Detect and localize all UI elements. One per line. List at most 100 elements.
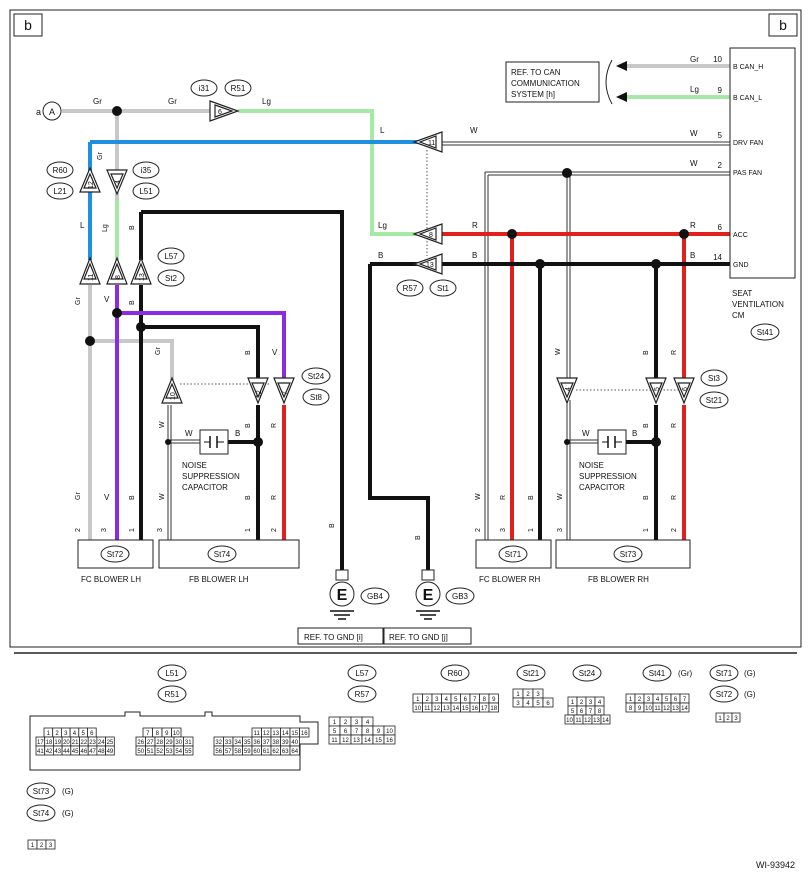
legend-cell-text: 10: [173, 731, 180, 737]
label-R60: R60: [46, 161, 74, 179]
legend-cell-text: 16: [386, 738, 393, 744]
legend-St71-color: (G): [744, 669, 756, 678]
svg-text:6: 6: [218, 109, 222, 116]
svg-text:E: E: [423, 587, 434, 604]
wire-label-w-pas: W: [690, 159, 698, 168]
svg-text:St24: St24: [308, 372, 325, 381]
legend-cell-text: 2: [580, 700, 584, 706]
legend-cell-text: 9: [638, 706, 642, 712]
wire-r: [282, 232, 730, 540]
junction-dots: [85, 106, 689, 447]
legend-cell-text: 18: [46, 740, 53, 746]
legend-cell-text: 6: [546, 701, 550, 707]
legend-cell-text: 40: [291, 740, 298, 746]
legend-cell-text: 6: [344, 729, 348, 735]
start-marker-text: A: [49, 107, 55, 117]
wire-label-r-mid: R: [472, 221, 478, 230]
legend-label-R57: R57: [347, 685, 377, 703]
svg-text:St71: St71: [505, 550, 522, 559]
connector-L57-pin8: 8: [106, 256, 128, 285]
legend-cell-text: 3: [734, 716, 738, 722]
wire-label-b-gnd1: B: [329, 523, 336, 528]
legend-label-L51: L51: [157, 664, 187, 682]
wire-label-b-mid: B: [378, 251, 383, 260]
wire-label-w-v2: W: [159, 493, 166, 500]
legend-cell-text: 16: [471, 706, 478, 712]
legend-cell-text: 49: [107, 749, 114, 755]
legend-cell-text: 24: [98, 740, 105, 746]
legend-cell-text: 64: [291, 749, 298, 755]
label-L21: L21: [46, 182, 74, 200]
cap-lh-line2: SUPPRESSION: [182, 472, 240, 481]
label-St72: St72: [100, 545, 130, 563]
capacitor-lh: [199, 429, 229, 455]
cap-lh-b: B: [235, 429, 240, 438]
legend-cell-text: 8: [483, 697, 487, 703]
cm-pin-label: ACC: [733, 232, 748, 239]
legend-cell-text: 61: [263, 749, 270, 755]
svg-text:R57: R57: [403, 284, 418, 293]
legend-cell-text: 57: [225, 749, 232, 755]
connector-L57-pin13: 13: [130, 256, 152, 285]
can-ref-line2: COMMUNICATION: [511, 79, 580, 88]
legend-cell-text: 5: [333, 729, 337, 735]
svg-text:R57: R57: [355, 690, 370, 699]
cm-pin-number: 10: [713, 55, 722, 64]
legend-cell-text: 13: [272, 731, 279, 737]
ref-gnd-i: REF. TO GND [i]: [304, 633, 363, 642]
legend-cell-text: 15: [291, 731, 298, 737]
legend-cell-text: 14: [282, 731, 289, 737]
label-i35: i35: [132, 161, 160, 179]
legend-cell-text: 47: [89, 749, 96, 755]
legend-cell-text: 11: [331, 738, 338, 744]
wire-b: [139, 210, 730, 570]
legend-cell-text: 52: [156, 749, 163, 755]
fc-blower-rh-label: FC BLOWER RH: [479, 575, 541, 584]
wire-label-lg-mid: Lg: [378, 221, 387, 230]
legend-label-St73: St73: [26, 782, 56, 800]
label-St1: St1: [429, 279, 457, 297]
legend-cell-text: 43: [54, 749, 61, 755]
legend-cell-text: 2: [638, 697, 642, 703]
label-St8: St8: [302, 388, 330, 406]
cm-pin-label: B CAN_L: [733, 95, 762, 102]
wire-v: [115, 285, 286, 540]
legend-St72-color: (G): [744, 690, 756, 699]
legend-cell-text: 58: [234, 749, 241, 755]
svg-text:St72: St72: [716, 690, 733, 699]
svg-text:11: 11: [88, 274, 95, 281]
legend-cell-text: 26: [137, 740, 144, 746]
legend-cell-text: 14: [452, 706, 459, 712]
wire-label-l-v1: L: [80, 221, 85, 230]
svg-text:St21: St21: [523, 669, 540, 678]
wire-l: [88, 140, 418, 260]
wire-label-lg-can: Lg: [690, 85, 699, 94]
wire-label-b-v5: B: [129, 495, 136, 500]
seat-ventilation-cm-box: [729, 47, 796, 279]
legend-cell: [542, 697, 554, 708]
legend-cell-text: 1: [47, 731, 51, 737]
svg-text:St21: St21: [706, 396, 723, 405]
legend-label-St24: St24: [572, 664, 602, 682]
can-arrow-l: [616, 92, 627, 102]
legend-cell-text: 4: [366, 720, 370, 726]
wire-label-b-v6: B: [245, 495, 252, 500]
svg-text:St1: St1: [437, 284, 450, 293]
wire-label-b-rv3: B: [528, 495, 535, 500]
legend-cell-text: 17: [37, 740, 44, 746]
label-GB3: GB3: [445, 587, 475, 605]
legend-cell: [45, 839, 56, 850]
legend-cell-text: 1: [629, 697, 633, 703]
figure-id: WI-93942: [756, 860, 795, 870]
label-St24: St24: [301, 367, 331, 385]
legend-cell-text: 6: [90, 731, 94, 737]
cm-pin-number: 14: [713, 253, 722, 262]
wire-label-b-rv1: B: [643, 350, 650, 355]
label-St3: St3: [700, 369, 728, 387]
svg-text:GB4: GB4: [367, 592, 384, 601]
connector-pin11-l: 11: [412, 131, 443, 153]
legend-cell-text: 5: [454, 697, 458, 703]
